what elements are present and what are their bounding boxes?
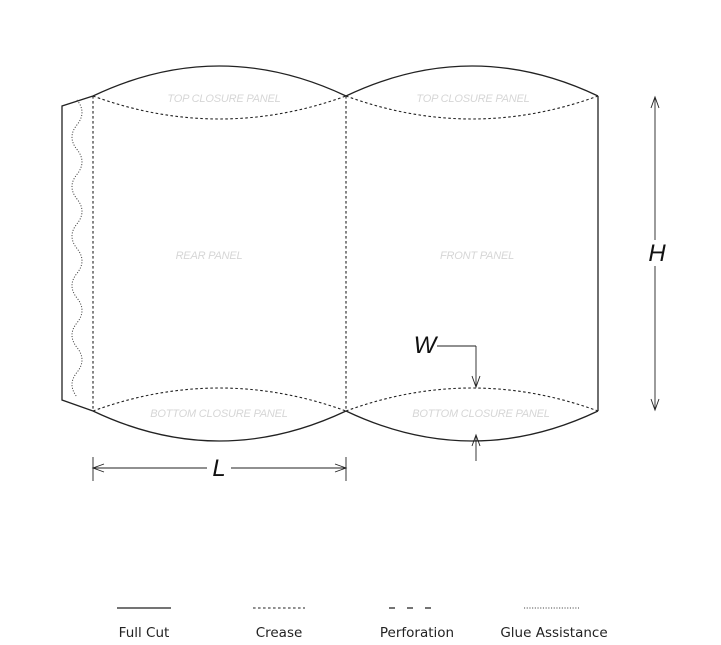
height-arrow-bottom [650,398,660,412]
top-closure-rear-label: TOP CLOSURE PANEL [167,93,280,105]
width-arrow-up [471,433,481,447]
bottom-closure-rear-arc [92,410,347,442]
top-closure-rear-arc [92,65,347,97]
legend-item-full-cut: Full Cut [117,607,171,641]
full-cut-label: Full Cut [119,625,170,641]
length-arrow-right [334,463,348,473]
bottom-closure-front-arc [345,410,599,442]
perforation-label: Perforation [380,625,454,641]
bottom-closure-front-label: BOTTOM CLOSURE PANEL [412,408,549,420]
height-dimension: H [648,95,666,412]
legend-item-crease: Crease [253,607,305,641]
legend-item-perforation: Perforation [380,607,454,641]
length-arrow-left [91,463,105,473]
legend-item-glue-assistance: Glue Assistance [500,607,608,641]
length-dimension: L [91,455,348,482]
height-arrow-top [650,95,660,109]
top-closure-front-label: TOP CLOSURE PANEL [416,93,529,105]
full-cut-outline [61,65,599,442]
crease-label: Crease [256,625,303,641]
height-label: H [648,240,666,267]
top-closure-front-arc [345,65,599,97]
legend: Full Cut Crease Perforation Glue Assista… [117,607,608,641]
bottom-closure-rear-label: BOTTOM CLOSURE PANEL [150,408,287,420]
rear-panel-label: REAR PANEL [176,250,243,262]
width-dimension: W [414,332,481,461]
length-label: L [212,455,225,482]
crease-lines [92,95,599,412]
glue-flap-outline [61,95,94,412]
glue-assistance-wave [71,99,83,398]
width-arrow-down [471,375,481,389]
panel-labels: TOP CLOSURE PANEL TOP CLOSURE PANEL REAR… [150,93,550,420]
glue-assistance-label: Glue Assistance [500,625,607,641]
width-label: W [414,332,439,359]
front-panel-label: FRONT PANEL [440,250,514,262]
